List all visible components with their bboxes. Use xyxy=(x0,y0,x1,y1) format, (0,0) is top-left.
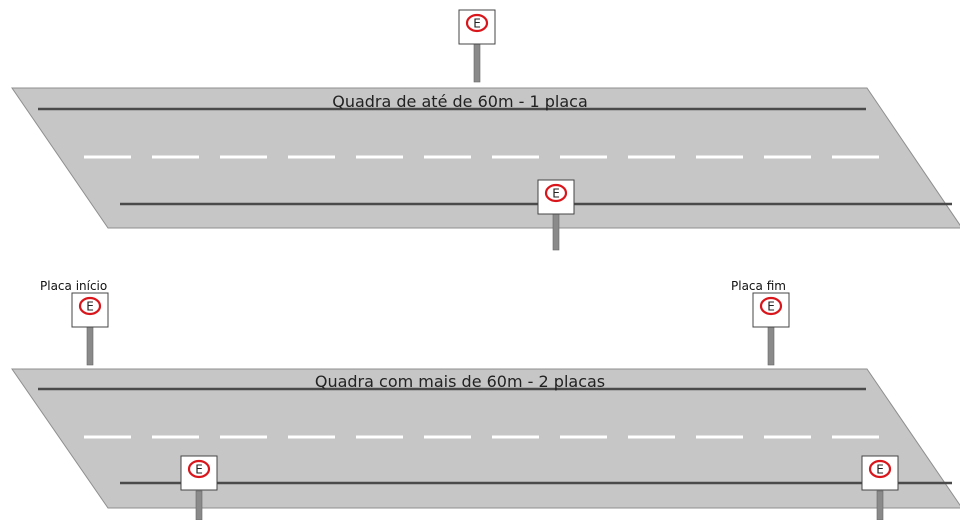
sign-post xyxy=(767,326,775,366)
road-block-title: Quadra de até de 60m - 1 placa xyxy=(332,92,588,111)
sign-post xyxy=(876,490,884,520)
parking-sign-center: E xyxy=(536,178,576,251)
sign-letter: E xyxy=(473,17,481,31)
road-surface xyxy=(11,87,960,229)
no-parking-sign-icon: E xyxy=(536,178,576,216)
no-parking-sign-icon: E xyxy=(751,291,791,329)
parking-sign-end: E xyxy=(751,291,791,366)
start-sign-label: Placa início xyxy=(40,279,107,293)
sign-letter: E xyxy=(767,300,775,314)
sign-letter: E xyxy=(876,463,884,477)
sign-letter: E xyxy=(552,187,560,201)
sign-letter: E xyxy=(86,300,94,314)
road-block-title: Quadra com mais de 60m - 2 placas xyxy=(315,372,605,391)
parking-sign-near-left: E xyxy=(179,454,219,520)
parking-sign-top: E xyxy=(457,8,497,83)
no-parking-sign-icon: E xyxy=(179,454,219,492)
end-sign-label: Placa fim xyxy=(731,279,786,293)
road-block-over-60m: Quadra com mais de 60m - 2 placas Placa … xyxy=(11,279,960,520)
parking-sign-start: E xyxy=(70,291,110,366)
no-parking-sign-icon: E xyxy=(860,454,900,492)
no-parking-sign-icon: E xyxy=(457,8,497,46)
sign-post xyxy=(552,211,560,251)
road-surface xyxy=(11,368,960,509)
parking-sign-near-right: E xyxy=(860,454,900,520)
sign-post xyxy=(473,43,481,83)
road-block-up-to-60m: Quadra de até de 60m - 1 placa E E xyxy=(11,8,960,251)
no-parking-sign-icon: E xyxy=(70,291,110,329)
sign-letter: E xyxy=(195,463,203,477)
sign-post xyxy=(86,326,94,366)
sign-post xyxy=(195,490,203,520)
